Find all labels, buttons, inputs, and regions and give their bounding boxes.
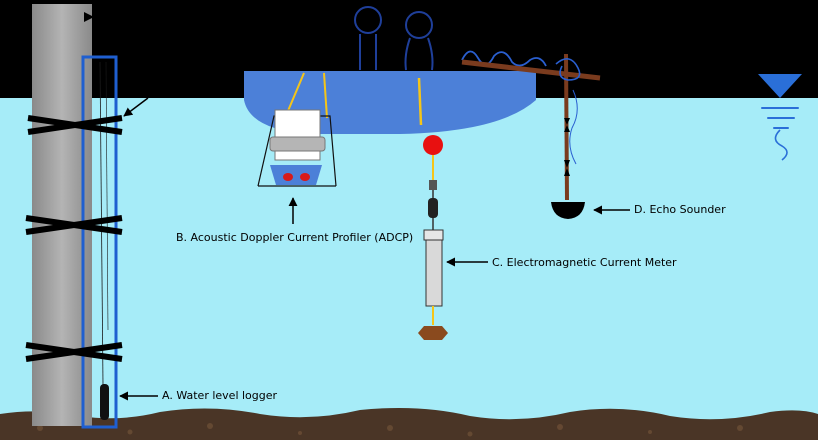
water-surface-triangle-icon: [758, 74, 802, 161]
adcp-device: [257, 72, 337, 187]
cable-coil: [461, 50, 547, 67]
seabed: [0, 408, 818, 440]
well-callout-arrow: [123, 97, 149, 117]
water-body: [0, 98, 818, 440]
em-current-meter: [417, 77, 448, 340]
label-water-level-logger: A. Water level logger: [162, 389, 278, 402]
echo-sounder: [461, 53, 601, 219]
sinker-weight: [418, 326, 448, 340]
bridge-pillar: [32, 4, 94, 426]
seabed-texture: [37, 423, 743, 437]
marker-float: [423, 135, 443, 155]
operator-figure: [354, 6, 434, 71]
water-level-logger: [100, 384, 109, 420]
pillar-clamps: [25, 115, 123, 362]
label-echo-sounder: D. Echo Sounder: [634, 203, 726, 216]
label-em-current-meter: C. Electromagnetic Current Meter: [492, 256, 677, 269]
label-adcp: B. Acoustic Doppler Current Profiler (AD…: [176, 231, 414, 244]
